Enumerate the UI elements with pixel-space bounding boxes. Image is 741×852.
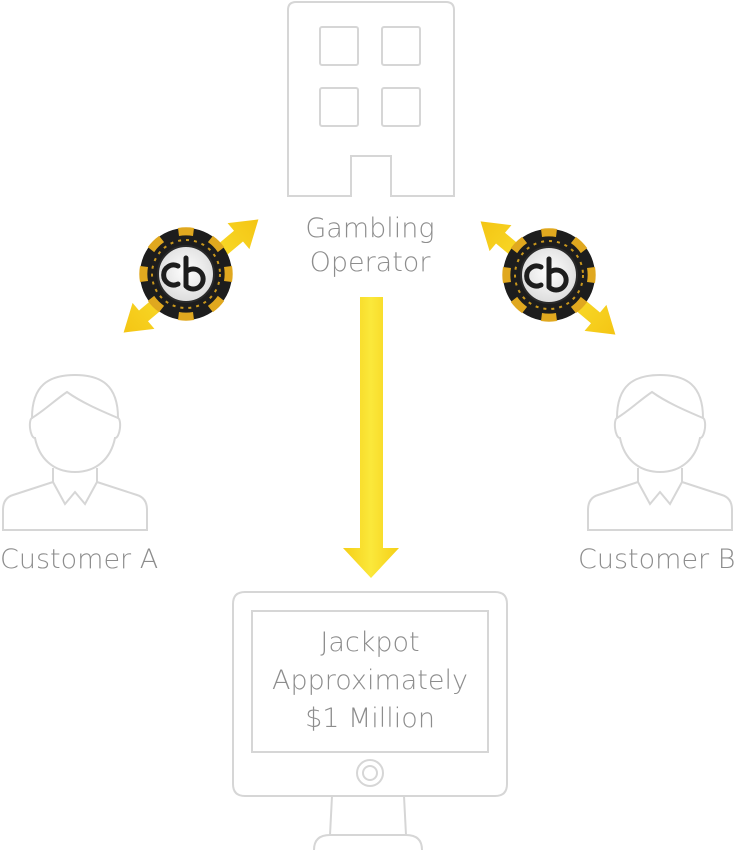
operator-label-line2: Operator [309, 246, 431, 278]
jackpot-label-line3: $1 Million [305, 702, 435, 734]
building-icon [287, 1, 455, 197]
operator-label: Gambling Operator [270, 212, 470, 280]
customer-b-label: Customer B [578, 544, 736, 575]
jackpot-label: Jackpot Approximately $1 Million [252, 624, 488, 737]
casino-chip-icon [139, 227, 232, 320]
casino-chip-icon [502, 228, 595, 321]
monitor-icon [232, 591, 508, 851]
operator-label-line1: Gambling [305, 213, 435, 244]
jackpot-label-line1: Jackpot [320, 627, 420, 658]
person-icon [587, 373, 733, 531]
person-icon [2, 373, 148, 531]
arrow-icon [343, 297, 399, 578]
jackpot-label-line2: Approximately [272, 664, 468, 696]
customer-a-label: Customer A [0, 544, 159, 575]
